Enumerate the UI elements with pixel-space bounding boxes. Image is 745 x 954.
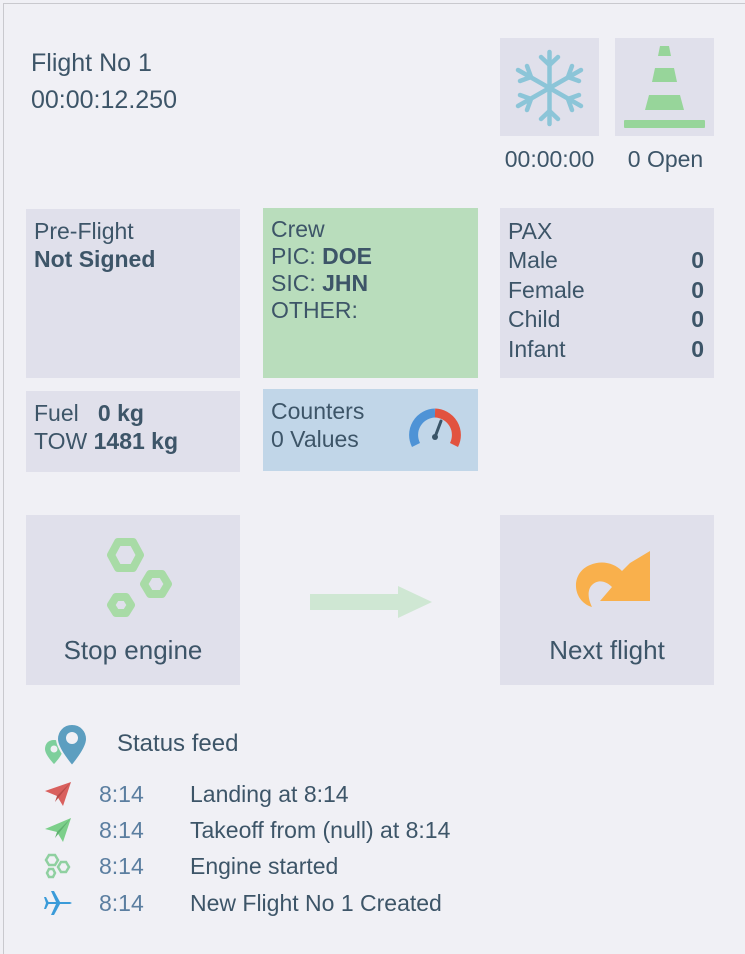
preflight-panel[interactable]: Pre-Flight Not Signed [26, 209, 240, 378]
feed-item-text: Landing at 8:14 [190, 781, 349, 807]
feed-item-text: Engine started [190, 853, 339, 879]
pax-female-value: 0 [691, 276, 704, 303]
engine-gears-icon [107, 538, 172, 617]
counters-label: Counters [271, 398, 365, 424]
feed-item: 8:14 Landing at 8:14 [44, 779, 704, 809]
takeoff-plane-icon [45, 818, 71, 842]
redo-arrow-icon [575, 551, 650, 607]
deice-button[interactable] [500, 38, 599, 136]
arrow-right-icon [310, 586, 432, 618]
pax-panel[interactable]: PAX Male 0 Female 0 Child 0 Infant 0 [500, 208, 714, 378]
preflight-status: Not Signed [34, 246, 156, 272]
feed-item: 8:14 New Flight No 1 Created [44, 888, 704, 918]
flight-title: Flight No 1 [31, 49, 152, 77]
crew-label: Crew [271, 216, 325, 242]
gauge-icon [409, 408, 461, 448]
traffic-cone-icon [624, 46, 705, 128]
pax-child-label: Child [508, 306, 561, 332]
engine-gears-icon [44, 853, 71, 879]
counters-value: 0 Values [271, 426, 359, 452]
pax-label: PAX [508, 218, 553, 244]
pic-value: DOE [322, 243, 372, 269]
tow-value: 1481 kg [93, 428, 179, 454]
pax-infant-value: 0 [691, 335, 704, 362]
status-feed-title: Status feed [117, 730, 239, 757]
sic-value: JHN [322, 270, 369, 296]
fuel-label: Fuel [34, 400, 79, 426]
deice-time: 00:00:00 [504, 146, 595, 172]
pax-female-label: Female [508, 276, 585, 303]
pax-male-label: Male [508, 247, 558, 273]
fuel-panel[interactable]: Fuel 0 kg TOW 1481 kg [26, 391, 240, 472]
pax-row-male: Male 0 [508, 246, 704, 276]
stop-engine-button[interactable]: Stop engine [26, 515, 240, 685]
feed-item-text: New Flight No 1 Created [190, 890, 442, 916]
stop-engine-label: Stop engine [63, 635, 203, 665]
pax-row-female: Female 0 [508, 276, 704, 306]
sic-label: SIC: [271, 270, 316, 296]
feed-item: 8:14 Takeoff from (null) at 8:14 [44, 815, 704, 845]
location-pin-icon [45, 722, 89, 768]
landing-plane-icon [45, 782, 71, 806]
feed-item-time: 8:14 [99, 890, 144, 916]
feed-item-time: 8:14 [99, 817, 144, 843]
pic-label: PIC: [271, 243, 316, 269]
next-flight-label: Next flight [549, 635, 665, 665]
counters-panel[interactable]: Counters 0 Values [263, 389, 478, 471]
snowflake-icon [515, 49, 584, 127]
airplane-icon [44, 891, 72, 915]
crew-panel[interactable]: Crew PIC: DOE SIC: JHN OTHER: [263, 208, 478, 378]
feed-item-text: Takeoff from (null) at 8:14 [190, 817, 451, 843]
tow-label: TOW [34, 428, 88, 454]
feed-item-time: 8:14 [99, 781, 144, 807]
pax-row-infant: Infant 0 [508, 335, 704, 365]
next-flight-button[interactable]: Next flight [500, 515, 714, 685]
preflight-label: Pre-Flight [34, 218, 134, 244]
other-label: OTHER: [271, 297, 358, 323]
flight-timer: 00:00:12.250 [31, 86, 177, 114]
flight-screen [3, 3, 745, 954]
feed-item-time: 8:14 [99, 853, 144, 879]
pax-male-value: 0 [691, 247, 704, 273]
pax-infant-label: Infant [508, 335, 566, 362]
snags-button[interactable] [615, 38, 714, 136]
pax-child-value: 0 [691, 306, 704, 332]
snags-count: 0 Open [627, 146, 704, 172]
pax-row-child: Child 0 [508, 305, 704, 335]
fuel-value: 0 kg [97, 400, 144, 426]
feed-item: 8:14 Engine started [44, 851, 704, 881]
